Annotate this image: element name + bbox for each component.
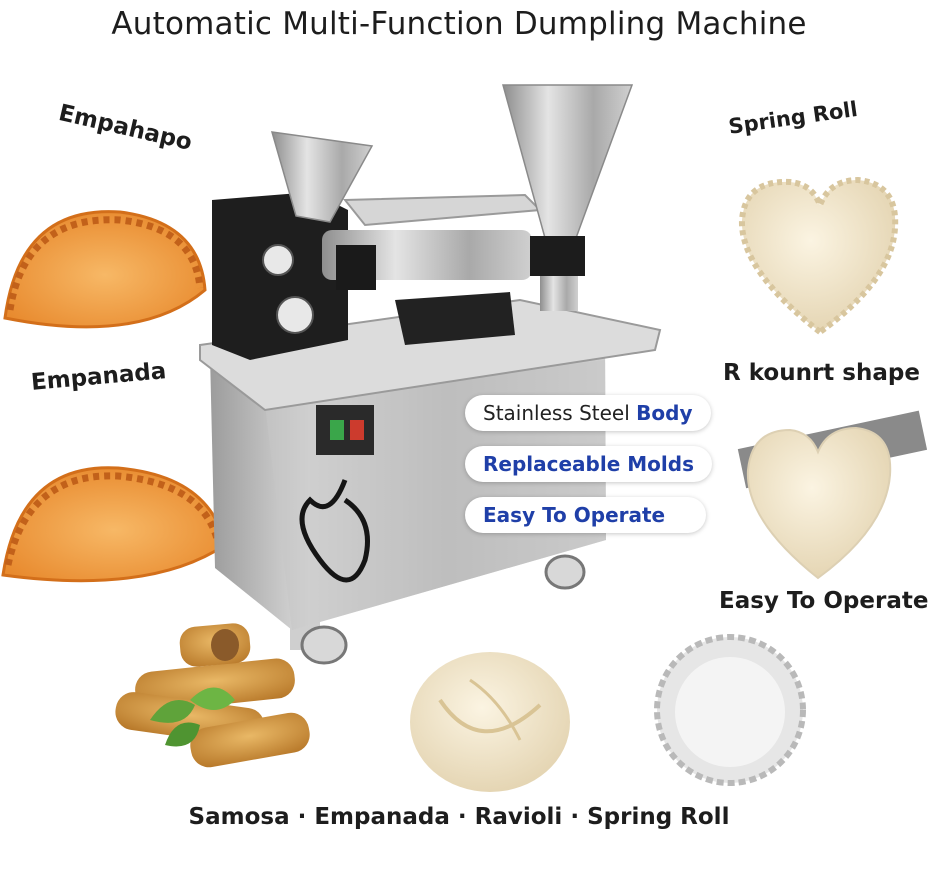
label-round-shape: R kounrt shape: [723, 360, 920, 386]
page-title: Automatic Multi-Function Dumpling Machin…: [111, 6, 807, 42]
empanada-top-left: [3, 210, 207, 329]
feature-text-accent: Easy To Operate: [483, 503, 666, 527]
feature-text-plain: Stainless Steel: [483, 401, 637, 425]
feature-pill-stainless-steel: Stainless Steel Body: [465, 395, 711, 431]
heart-dumpling-mid: [737, 410, 928, 580]
spring-rolls: [115, 623, 310, 768]
round-mold-dumpling: [654, 634, 806, 786]
feature-pill-replaceable-molds: Replaceable Molds: [465, 446, 712, 482]
dumpling-machine: [199, 84, 662, 665]
heart-dumpling-top: [738, 176, 899, 336]
empanada-mid-left: [1, 466, 227, 583]
feature-pill-easy-to-operate: Easy To Operate: [465, 497, 706, 533]
feature-text-accent: Body: [636, 401, 693, 425]
footer-caption: Samosa · Empanada · Ravioli · Spring Rol…: [188, 804, 730, 830]
ravioli: [410, 652, 570, 792]
feature-text-accent: Replaceable Molds: [483, 452, 694, 476]
label-easy-to-operate: Easy To Operate: [719, 588, 929, 614]
